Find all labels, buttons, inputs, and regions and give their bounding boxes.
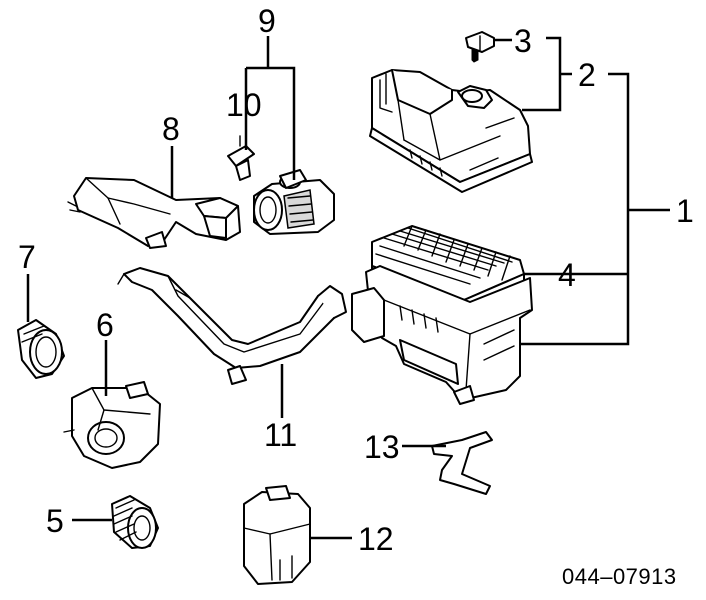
part-1-air-cleaner-case	[351, 265, 533, 405]
callout-13: 13	[364, 429, 400, 465]
callout-6: 6	[96, 307, 114, 343]
part-13-bracket	[431, 431, 493, 495]
callout-7: 7	[18, 239, 36, 275]
callout-12: 12	[358, 521, 394, 557]
callout-8: 8	[162, 111, 180, 147]
part-5-corrugated-hose	[111, 495, 159, 549]
callout-10: 10	[226, 87, 262, 123]
callout-labels: 1 2 3 4 5 6 7 8 9 10 11 12 13	[18, 3, 694, 557]
part-10-intake-air-temp-sensor	[227, 135, 255, 181]
part-7-hose	[17, 319, 65, 379]
part-11-air-hose	[117, 267, 347, 385]
leader-lines	[26, 36, 670, 540]
callout-3: 3	[514, 23, 532, 59]
part-8-intake-duct	[67, 177, 241, 249]
callout-2: 2	[578, 57, 596, 93]
callout-9: 9	[258, 3, 276, 39]
part-6-resonator	[63, 381, 161, 469]
part-12-resonator-box	[243, 485, 311, 585]
part-9-airflow-meter	[253, 169, 335, 235]
part-2-air-cleaner-cap	[369, 69, 533, 193]
callout-11: 11	[264, 417, 297, 453]
part-3-cap	[465, 31, 495, 63]
diagram-code: 044–07913	[562, 564, 677, 589]
callout-5: 5	[46, 503, 64, 539]
callout-1: 1	[676, 193, 694, 229]
callout-4: 4	[558, 257, 576, 293]
